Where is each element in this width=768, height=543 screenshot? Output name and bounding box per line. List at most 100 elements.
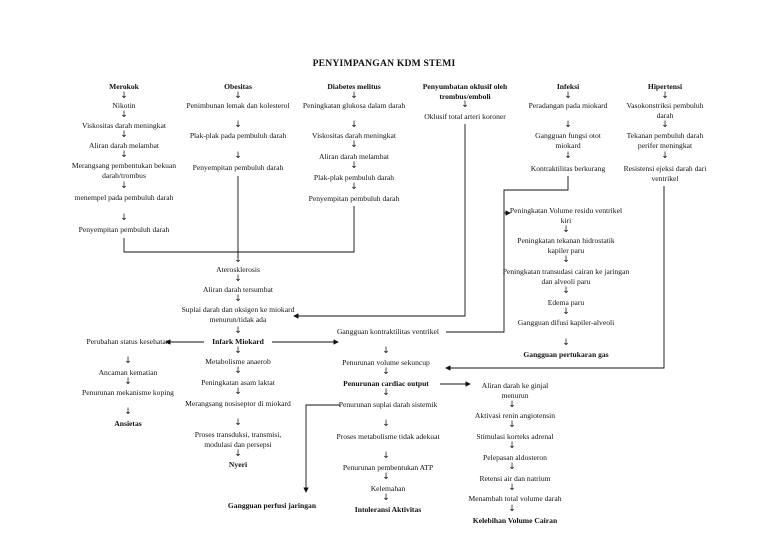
col2-head: Obesitas — [224, 82, 252, 91]
col2-item-2: Penyempitan pembuluh darah — [192, 163, 284, 172]
line-oklusi-to-suplai — [293, 124, 466, 319]
arrow-down-icon: ↓ — [124, 377, 132, 387]
rbot-item-6: Kelebihan Volume Cairan — [472, 516, 558, 525]
line-to-perfusion — [303, 404, 340, 493]
arrow-down-icon: ↓ — [508, 483, 516, 493]
col6-item-1: Tekanan pembuluh darah perifer meningkat — [626, 131, 704, 150]
center-item-7: Proses transduksi, transmisi, modulasi d… — [194, 430, 282, 449]
arrow-down-icon: ↓ — [120, 130, 128, 140]
mid-item-2: Penurunan cardiac output — [343, 379, 429, 388]
col6-head: Hipertensi — [647, 82, 683, 91]
arrow-down-icon: ↓ — [234, 387, 242, 397]
arrow-down-icon: ↓ — [234, 91, 242, 101]
arrow-down-icon: ↓ — [562, 307, 570, 317]
left-item-3: Ansietas — [114, 419, 142, 428]
arrow-down-icon: ↓ — [564, 120, 572, 130]
arrow-down-icon: ↓ — [234, 274, 242, 284]
center-item-6: Merangsang nosiseptor di miokard — [185, 399, 291, 408]
rtop-item-4: Gangguan difusi kapiler-alveoli — [517, 318, 615, 327]
col2-item-0: Penimbunan lemak dan kolesterol — [186, 101, 290, 110]
arrow-down-icon: ↓ — [564, 91, 572, 101]
col3-item-2: Aliran darah melambat — [318, 152, 389, 161]
mid-item-5: Penurunan pembentukan ATP — [342, 463, 434, 472]
mid-item-1: Penurunan volume sekuncup — [342, 358, 430, 367]
arrow-down-icon: ↓ — [120, 110, 128, 120]
center-item-4: Metabolisme anaerob — [205, 357, 271, 366]
line-diabetes-to-center — [238, 206, 355, 253]
arrow-down-icon: ↓ — [234, 120, 242, 130]
col4-head: Penyumbatan oklusif oleh trombus/emboli — [422, 82, 508, 101]
rbot-item-2: Stimulasi korteks adrenal — [476, 432, 554, 441]
mid-item-7: Intoleransi Aktivitas — [354, 505, 422, 514]
rtop-item-2: Peningkatan transudasi cairan ke jaringa… — [502, 267, 630, 286]
col5-item-2: Kontraktilitas berkurang — [530, 164, 606, 173]
arrow-down-icon: ↓ — [562, 338, 570, 348]
arrow-down-icon: ↓ — [350, 182, 358, 192]
rtop-item-1: Peningkatan tekanan hidrostatik kapiler … — [517, 236, 615, 255]
diagram-title: PENYIMPANGAN KDM STEMI — [312, 58, 456, 69]
mid-item-6: Kelemahan — [370, 484, 406, 493]
col3-head: Diabetes melitus — [327, 82, 381, 91]
arrow-down-icon: ↓ — [120, 150, 128, 160]
arrow-down-icon: ↓ — [382, 451, 390, 461]
col1-item-2: Aliran darah melambat — [88, 141, 159, 150]
center-item-1: Aliran darah tersumbat — [202, 285, 273, 294]
arrow-down-icon: ↓ — [234, 294, 242, 304]
arrow-down-icon: ↓ — [508, 504, 516, 514]
center-item-0: Aterosklerosis — [216, 265, 260, 274]
arrow-down-icon: ↓ — [124, 356, 132, 366]
col5-head: Infeksi — [556, 82, 580, 91]
col6-item-0: Vasokonstriksi pembuluh darah — [626, 101, 704, 120]
center-item-2: Suplai darah dan oksigen ke miokard menu… — [181, 305, 295, 324]
arrow-down-icon: ↓ — [234, 151, 242, 161]
rtop-item-3: Edema paru — [547, 298, 585, 307]
arrow-down-icon: ↓ — [350, 161, 358, 171]
rbot-item-0: Aliran darah ke ginjal menurun — [481, 381, 549, 400]
center-item-5: Peningkatan asam laktat — [201, 378, 275, 387]
col1-item-0: Nikotin — [112, 101, 136, 110]
col1-item-5: Penyempitan pembuluh darah — [78, 225, 170, 234]
arrow-down-icon: ↓ — [120, 91, 128, 101]
col5-item-1: Gangguan fungsi otot miokard — [535, 131, 601, 150]
col5-item-0: Peradangan pada miokard — [528, 101, 608, 110]
rbot-item-3: Pelepasan aldosteron — [483, 453, 547, 462]
arrow-down-icon: ↓ — [382, 493, 390, 503]
rtop-item-0: Peningkatan Volume residu ventrikel kiri — [509, 206, 623, 225]
rbot-item-4: Retensi air dan natrium — [479, 474, 551, 483]
col1-head: Merokok — [109, 82, 139, 91]
line-hipertensi-down — [445, 186, 665, 371]
col1-item-4: menempel pada pembuluh darah — [74, 193, 174, 202]
col3-item-3: Plak-plak pembuluh darah — [313, 173, 395, 182]
arrow-down-icon: ↓ — [661, 91, 669, 101]
arrow-down-icon: ↓ — [508, 400, 516, 410]
arrow-down-icon: ↓ — [382, 472, 390, 482]
left-item-2: Penurunan mekanisme koping — [82, 388, 174, 397]
arrow-down-icon: ↓ — [508, 462, 516, 472]
col2-item-1: Plak-plak pada pembuluh darah — [189, 131, 287, 140]
rtop-item-5: Gangguan pertukaran gas — [523, 350, 609, 359]
arrow-down-icon: ↓ — [120, 181, 128, 191]
left-item-0: Perubahan status kesehatan — [86, 337, 170, 346]
arrow-down-icon: ↓ — [120, 213, 128, 223]
arrow-down-icon: ↓ — [461, 100, 469, 110]
arrow-down-icon: ↓ — [508, 441, 516, 451]
arrow-down-icon: ↓ — [562, 286, 570, 296]
arrow-down-icon: ↓ — [350, 140, 358, 150]
arrow-down-icon: ↓ — [562, 225, 570, 235]
arrow-down-icon: ↓ — [661, 120, 669, 130]
mid-perfusion: Gangguan perfusi jaringan — [227, 501, 317, 510]
mid-item-4: Proses metabolisme tidak adekuat — [336, 432, 440, 441]
arrow-down-icon: ↓ — [382, 367, 390, 377]
col1-item-1: Viskositas darah meningkat — [82, 121, 166, 130]
rbot-item-5: Menambah total volume darah — [468, 494, 562, 503]
arrow-down-icon: ↓ — [234, 366, 242, 376]
col6-item-2: Resistensi ejeksi darah dari ventrikel — [623, 164, 707, 183]
arrow-down-icon: ↓ — [234, 346, 242, 356]
line-merokok-to-center — [123, 238, 238, 253]
col3-item-4: Penyempitan pembuluh darah — [308, 194, 400, 203]
rbot-item-1: Aktivasi renin angiotensin — [474, 411, 556, 420]
col3-item-0: Peningkatan glukosa dalam darah — [302, 101, 406, 110]
left-item-1: Ancaman kematian — [98, 368, 158, 377]
